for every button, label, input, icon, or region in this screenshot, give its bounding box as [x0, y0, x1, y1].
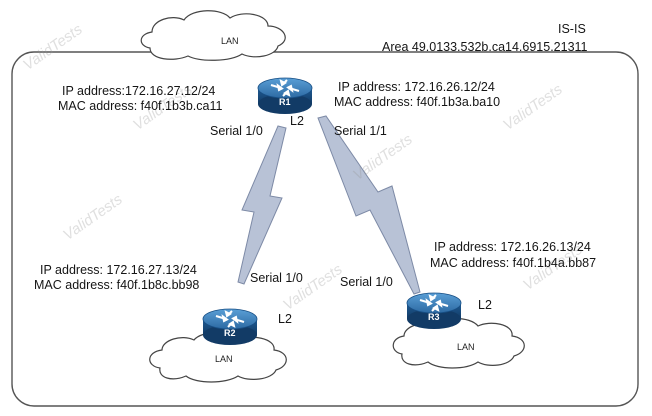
r3-ip: IP address: 172.16.26.13/24 — [434, 240, 591, 254]
router-level-r3: L2 — [478, 298, 492, 312]
r3-port: Serial 1/0 — [340, 275, 393, 289]
lan-label-r2: LAN — [215, 354, 233, 364]
lan-label-r3: LAN — [457, 342, 475, 352]
r1-right-mac: MAC address: f40f.1b3a.ba10 — [334, 95, 501, 109]
serial-link-icon — [237, 125, 287, 285]
router-name-r2: R2 — [224, 328, 236, 338]
isis-area-boundary — [11, 51, 639, 407]
r1-right-ip: IP address: 172.16.26.12/24 — [338, 80, 495, 94]
serial-link-icon — [317, 115, 421, 295]
lan-cloud-icon — [140, 10, 286, 61]
r2-mac: MAC address: f40f.1b8c.bb98 — [34, 278, 200, 292]
lan-cloud-icon — [149, 331, 287, 383]
r2-ip: IP address: 172.16.27.13/24 — [40, 263, 197, 277]
r1-left-ip: IP address:172.16.27.12/24 — [62, 84, 216, 98]
protocol-label: IS-IS — [558, 22, 586, 36]
router-name-r1: R1 — [279, 97, 291, 107]
lan-label-top: LAN — [221, 36, 239, 46]
router-level-r1: L2 — [290, 114, 304, 128]
router-name-r3: R3 — [428, 312, 440, 322]
r1-left-mac: MAC address: f40f.1b3b.ca11 — [58, 99, 223, 113]
area-id-label: Area 49.0133.532b.ca14.6915.21311 — [382, 40, 588, 54]
r2-port: Serial 1/0 — [250, 271, 303, 285]
r1-left-port: Serial 1/0 — [210, 124, 263, 138]
lan-cloud-icon — [392, 317, 525, 369]
router-level-r2: L2 — [278, 312, 292, 326]
r3-mac: MAC address: f40f.1b4a.bb87 — [430, 256, 597, 270]
r1-right-port: Serial 1/1 — [334, 124, 387, 138]
